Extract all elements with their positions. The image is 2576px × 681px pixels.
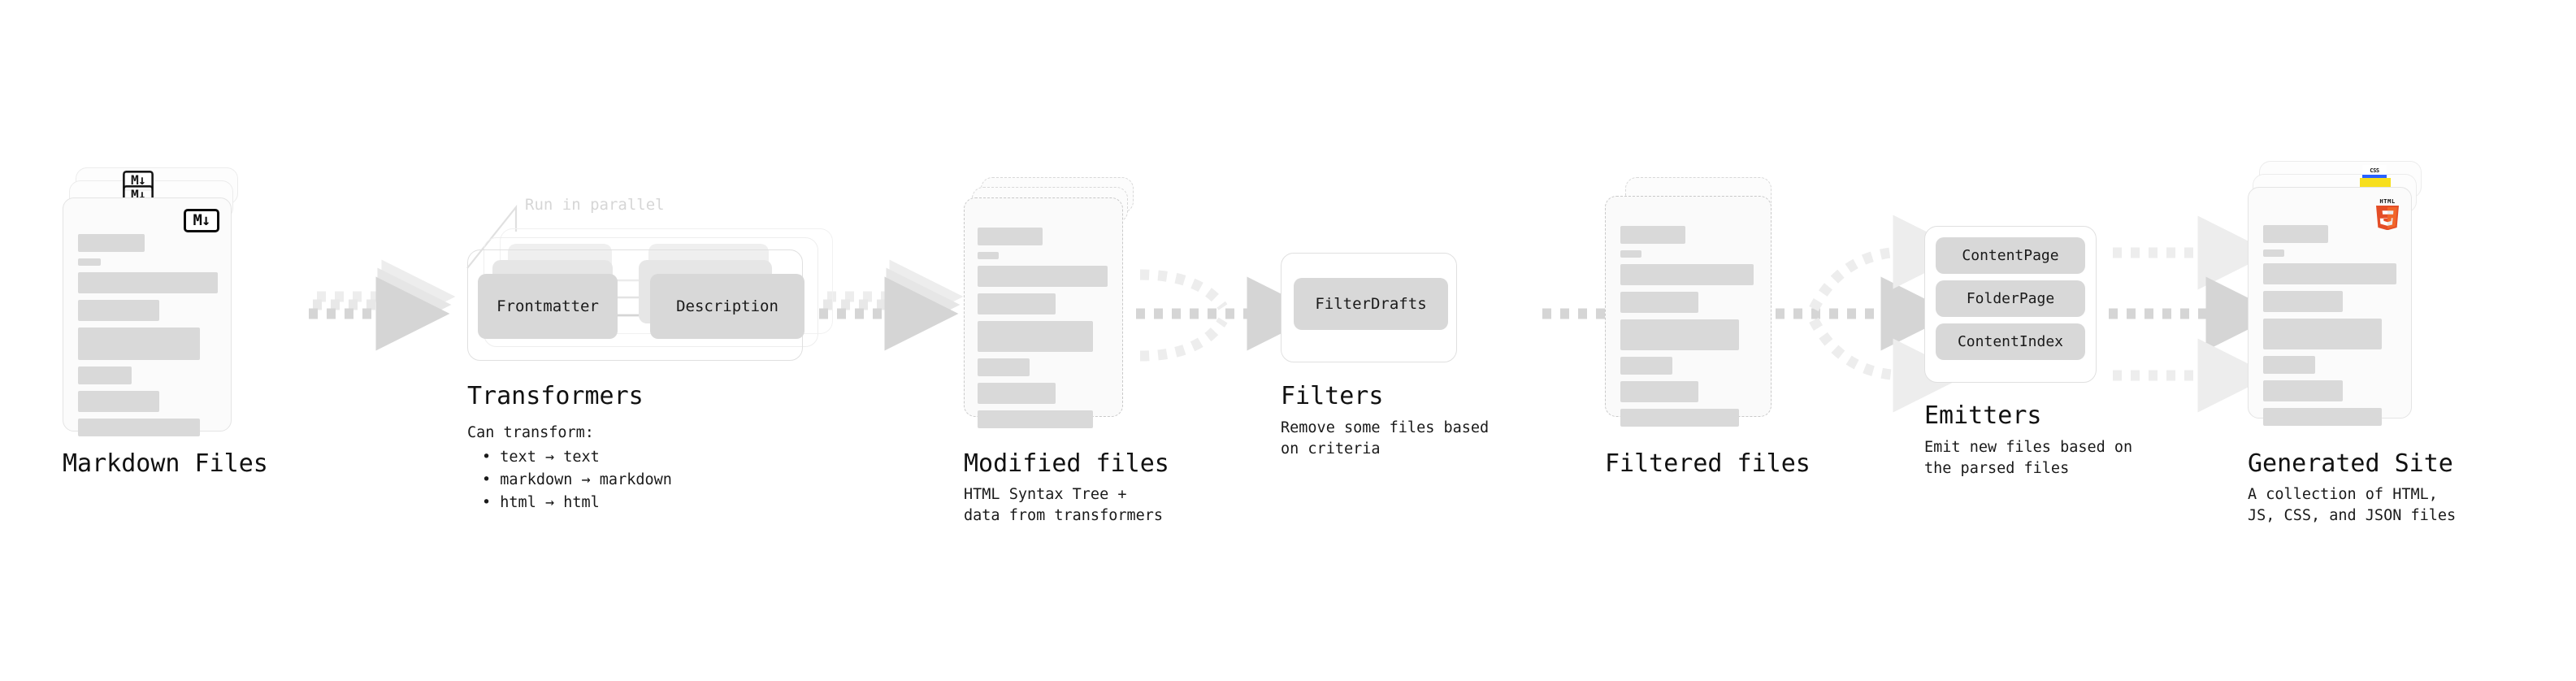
modified-file-card[interactable] — [964, 197, 1123, 428]
transformers-note: Can transform: — [467, 424, 594, 441]
emitters-subtitle: Emit new files based on the parsed files — [1924, 439, 2133, 477]
filtered-file-card[interactable] — [1605, 196, 1772, 427]
transformers-bullet-0: • text → text — [482, 449, 600, 466]
filters-title: Filters — [1281, 382, 1384, 410]
arrow-transformers-to-modified — [819, 259, 964, 351]
transformers-bullet-2: • html → html — [482, 494, 600, 511]
svg-text:HTML: HTML — [2379, 197, 2395, 205]
modified-files-title: Modified files — [964, 449, 1169, 478]
emitter-chip-contentpage[interactable]: ContentPage — [1936, 237, 2085, 274]
transformers-bullet-1: • markdown → markdown — [482, 471, 672, 488]
modified-file-content — [978, 228, 1109, 435]
emitter-chip-contentindex[interactable]: ContentIndex — [1936, 323, 2085, 360]
filtered-files-title: Filtered files — [1605, 449, 1811, 478]
markdown-icon: M↓ — [184, 209, 219, 232]
arrow-filtered-to-emitters — [1776, 215, 1967, 413]
generated-site-card[interactable]: HTML — [2248, 187, 2412, 426]
markdown-files-title: Markdown Files — [63, 449, 268, 478]
generated-site-content — [2263, 225, 2396, 432]
generated-site-title: Generated Site — [2248, 449, 2453, 478]
css3-icon: CSS — [2362, 165, 2387, 178]
markdown-file-content — [78, 234, 218, 443]
modified-files-subtitle: HTML Syntax Tree + data from transformer… — [964, 486, 1164, 524]
markdown-file-card[interactable]: M↓ — [63, 197, 232, 436]
emitter-chip-folderpage[interactable]: FolderPage — [1936, 280, 2085, 317]
arrow-modified-to-filters — [1136, 269, 1321, 362]
filtered-file-content — [1620, 226, 1756, 433]
run-in-parallel-label: Run in parallel — [525, 196, 665, 214]
arrow-emitters-to-site — [2109, 215, 2280, 413]
transformers-title: Transformers — [467, 382, 644, 410]
css3-icon-underline — [2362, 175, 2387, 178]
html5-icon: HTML — [2376, 197, 2399, 230]
filter-chip-filterdrafts[interactable]: FilterDrafts — [1294, 278, 1448, 330]
transformer-chip-description[interactable]: Description — [650, 274, 804, 339]
generated-site-subtitle: A collection of HTML, JS, CSS, and JSON … — [2248, 486, 2457, 524]
filters-subtitle: Remove some files based on criteria — [1281, 419, 1490, 458]
emitters-title: Emitters — [1924, 401, 2042, 430]
transformer-chip-frontmatter[interactable]: Frontmatter — [478, 274, 618, 339]
css3-icon-label: CSS — [2370, 167, 2379, 174]
arrow-markdown-to-transformers — [309, 259, 456, 351]
